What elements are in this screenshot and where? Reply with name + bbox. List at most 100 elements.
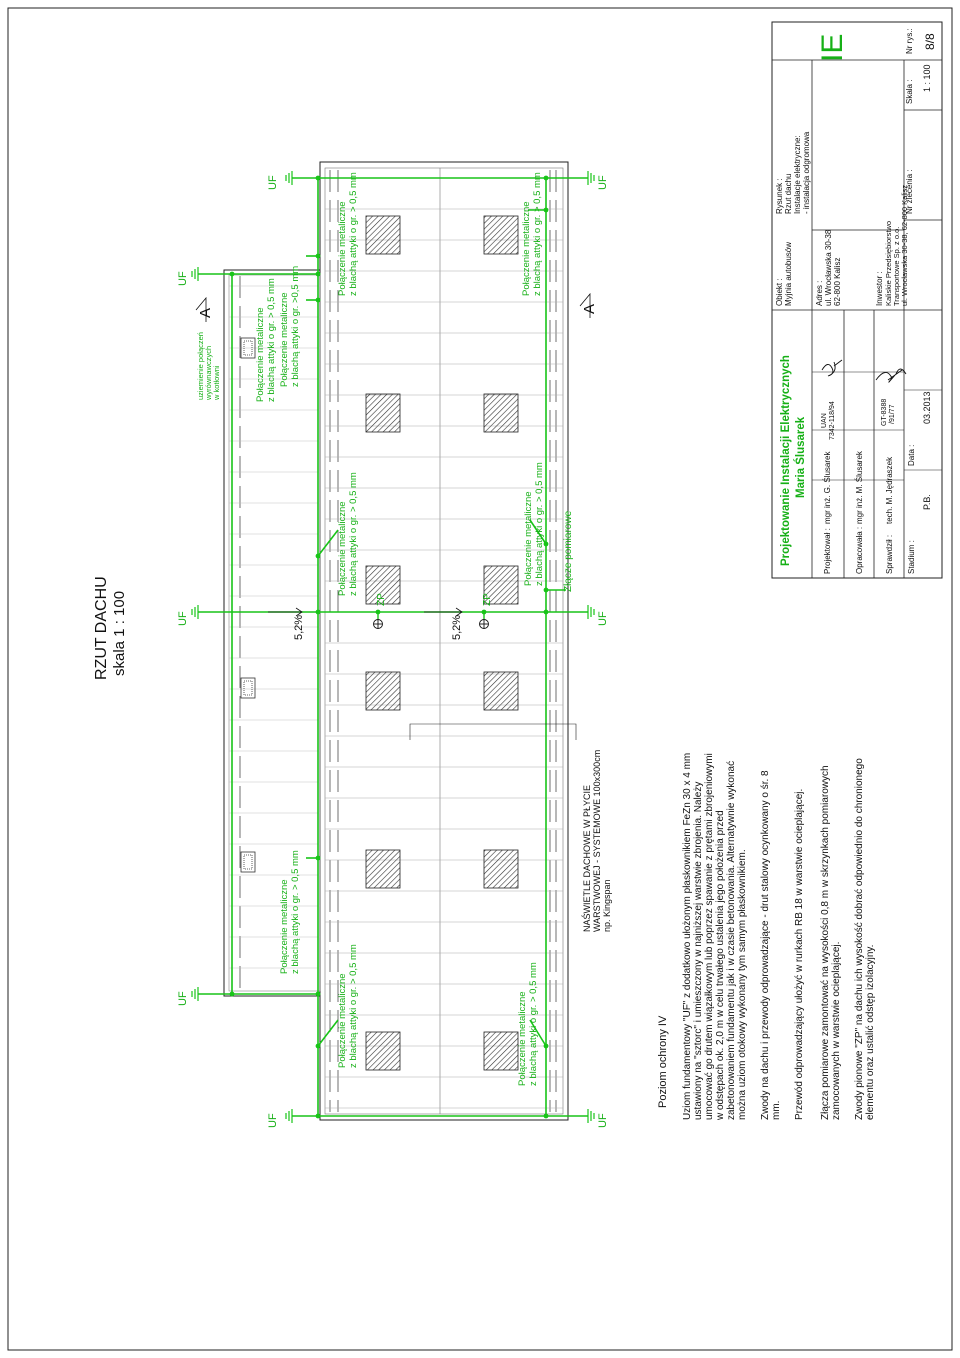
svg-text:/91/77: /91/77 [889,404,896,424]
roof-slope-arrow [268,607,463,617]
attic-outline [324,167,564,1115]
skylight [483,1031,519,1071]
svg-text:Stadium :: Stadium : [907,540,916,574]
section-label: A [581,304,598,314]
skylights [365,215,519,1071]
svg-text:można uziom otokowy wykonany t: można uziom otokowy wykonany tym samym p… [737,849,748,1120]
svg-text:Połączenie metaliczne: Połączenie metaliczne [279,292,290,387]
conductor-joint [543,609,549,615]
earth-electrode-symbol [587,605,595,619]
svg-text:Rzut dachu: Rzut dachu [784,174,793,214]
uf-label: UF [267,175,279,190]
earth-electrode-symbol [191,987,199,1001]
general-notes: Poziom ochrony IV Uziom fundamentowy "UF… [657,753,876,1121]
conductor-joint [315,855,321,861]
svg-text:ustawiony na "sztorc" i umiesz: ustawiony na "sztorc" i umieszczony w na… [693,782,704,1120]
svg-text:7342-118/94: 7342-118/94 [829,401,836,440]
skylight [365,849,401,889]
branch-code: IE [816,34,849,62]
conductor-joint [229,271,235,277]
skylight [483,671,519,711]
svg-text:62-800 Kalisz: 62-800 Kalisz [833,258,842,306]
conductor-joint [543,1113,549,1119]
earth-electrode-symbol [191,267,199,281]
title-block: Projektowanie Instalacji Elektrycznych M… [771,21,943,579]
svg-text:Nr rys.:: Nr rys.: [905,28,914,54]
svg-text:Nr zlecenia :: Nr zlecenia : [905,170,914,214]
svg-text:mm.: mm. [771,1101,782,1120]
svg-text:Adres :: Adres : [815,281,824,306]
uf-label: UF [597,175,609,190]
svg-text:ul. Wrocławska 30-38, 62-800 K: ul. Wrocławska 30-38, 62-800 Kalisz [900,185,909,306]
uf-label: UF [177,611,189,626]
svg-text:wyrównawczych: wyrównawczych [204,346,213,401]
svg-text:Instalacje elektryczne:: Instalacje elektryczne: [793,135,802,214]
uf-label: UF [177,991,189,1006]
annex-attic [228,274,321,992]
zp-air-terminal-symbol [373,619,489,629]
svg-text:Połączenie metaliczne: Połączenie metaliczne [279,879,290,974]
svg-text:ul. Wrocławska 30-38: ul. Wrocławska 30-38 [824,229,833,306]
svg-text:Przewód odprowadzający ułożyć: Przewód odprowadzający ułożyć w rurkach … [794,789,805,1120]
conductor-joint [315,991,321,997]
svg-text:Myjnia autobusów: Myjnia autobusów [784,242,793,306]
earth-electrode-symbol [587,171,595,185]
skylight [483,849,519,889]
svg-text:Skala :: Skala : [905,80,914,104]
svg-text:zamocowanych w warstwie ociepl: zamocowanych w warstwie ocieplającej. [831,942,842,1120]
conductor-joint [315,271,321,277]
svg-text:np. Kingspan: np. Kingspan [602,879,612,932]
svg-text:uziemienie połączeń: uziemienie połączeń [196,332,205,400]
svg-text:Uziom fundamentowy "UF" z doda: Uziom fundamentowy "UF" z dodatkowo ułoż… [682,753,693,1120]
skylight [483,565,519,605]
conductor-joints [229,175,549,1119]
svg-text:Złącza pomiarowe zamontować na: Złącza pomiarowe zamontować na wysokości… [820,765,831,1120]
conductor-joint [229,991,235,997]
svg-text:z blachą attyki o gr. > 0,5 mm: z blachą attyki o gr. > 0,5 mm [348,944,359,1068]
slope-label: 5,2% [451,615,463,640]
conductor-joint [315,175,321,181]
skylight [365,1031,401,1071]
svg-text:Połączenie metaliczne: Połączenie metaliczne [517,991,528,1086]
conductor-joint [315,1043,321,1049]
skylights-note: NAŚWIETLE DACHOWE W PŁYCIE WARSTWOWEJ - … [581,750,612,932]
signature [875,368,907,383]
svg-text:Połączenie metaliczne: Połączenie metaliczne [523,491,534,586]
svg-text:z blachą attyki o gr. >0,5 mm: z blachą attyki o gr. >0,5 mm [290,266,301,387]
conductor-joint [543,207,549,213]
drawing-scale: skala 1 : 100 [111,591,128,676]
svg-text:NAŚWIETLE DACHOWE W PŁYCIE: NAŚWIETLE DACHOWE W PŁYCIE [581,785,592,932]
svg-text:Połączenie metaliczne: Połączenie metaliczne [337,501,348,596]
svg-text:tech. M. Jędraszek: tech. M. Jędraszek [885,456,894,524]
svg-text:Transportowe Sp. z o.o.: Transportowe Sp. z o.o. [892,227,901,306]
svg-text:mgr inż. G. Ślusarek: mgr inż. G. Ślusarek [823,451,832,524]
earthing-symbols [191,171,595,1123]
svg-text:Zwody pionowe "ZP" na dachu ic: Zwody pionowe "ZP" na dachu ich wysokość… [854,758,865,1120]
connection-note: Połączenie metaliczne z blachą attyki o … [255,172,545,1086]
measurement-joint-label: Złącze pomiarowe [563,510,574,592]
svg-text:Data :: Data : [907,445,916,466]
company-owner: Maria Ślusarek [794,416,807,498]
svg-text:umocować go drutem wiązałkowym: umocować go drutem wiązałkowym lub poprz… [704,753,715,1120]
svg-text:- instalacja odgromowa: - instalacja odgromowa [802,131,811,214]
sheet-border [7,7,953,1351]
svg-text:z blachą attyki o gr. > 0,5 mm: z blachą attyki o gr. > 0,5 mm [290,850,301,974]
svg-text:P.B.: P.B. [922,494,932,510]
svg-text:mgr inż. M. Ślusarek: mgr inż. M. Ślusarek [855,450,864,524]
svg-text:UAN: UAN [821,413,828,428]
conductor-joint [315,1113,321,1119]
earth-electrode-symbol [191,605,199,619]
skylight [365,565,401,605]
svg-text:elementu oraz ustalić odstęp i: elementu oraz ustalić odstęp izolacyjny. [865,945,876,1120]
conductor-joint [315,253,321,259]
svg-text:z blachą attyki o gr. > 0,5 mm: z blachą attyki o gr. > 0,5 mm [266,278,277,402]
conductor-joint [543,541,549,547]
uf-label: UF [597,1113,609,1128]
company-name: Projektowanie Instalacji Elektrycznych [780,355,792,566]
svg-text:Inwestor :: Inwestor : [875,271,884,306]
svg-text:Opracowała :: Opracowała : [855,527,864,574]
svg-text:z blachą attyki o gr. > 0,5 mm: z blachą attyki o gr. > 0,5 mm [348,172,359,296]
